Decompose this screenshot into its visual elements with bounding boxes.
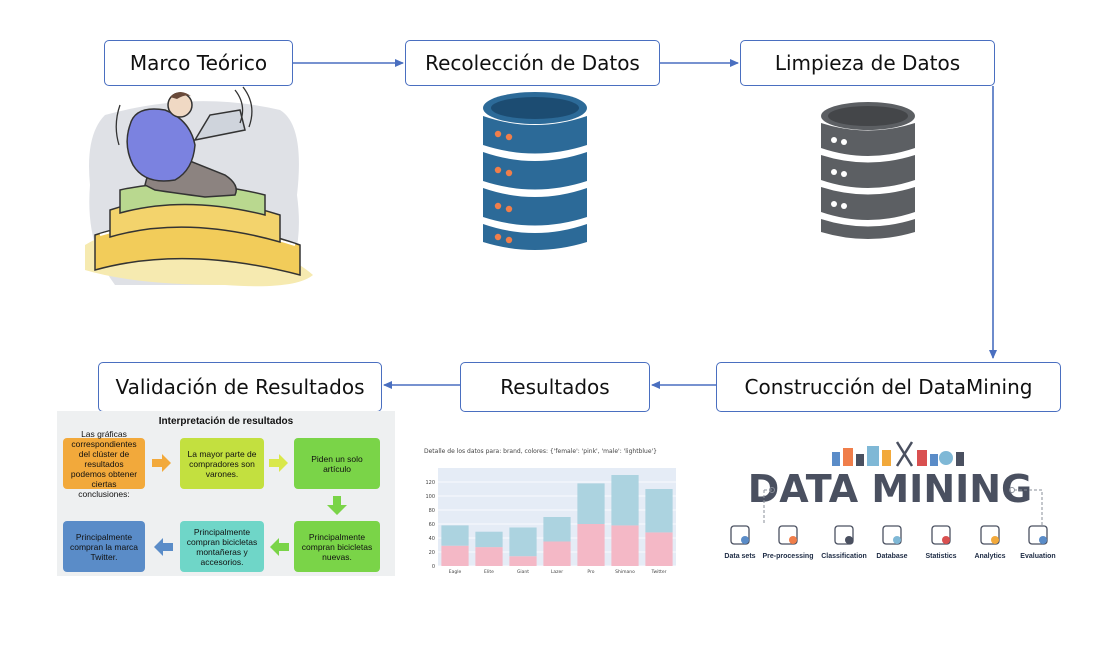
bar-female — [577, 524, 605, 566]
dm-item-label: Statistics — [925, 553, 956, 560]
y-tick-label: 60 — [429, 522, 435, 528]
dm-right-connector — [1014, 489, 1043, 525]
interpretacion-panel: Interpretación de resultados Las gráfica… — [57, 411, 395, 576]
dm-top-icons — [832, 441, 964, 467]
interp-box-4: Principalmente compran bicicletas nuevas… — [294, 521, 380, 572]
dm-item-accent — [1039, 536, 1047, 544]
step-marco-teorico: Marco Teórico — [104, 40, 293, 86]
bar-male — [645, 489, 673, 533]
interp-arrow-down — [327, 496, 347, 515]
bar-male — [543, 517, 571, 542]
dm-item-label: Database — [876, 553, 907, 560]
x-tick-label: Shimano — [615, 569, 635, 575]
bar-female — [645, 532, 673, 566]
interp-box-2: La mayor parte de compradores son varone… — [180, 438, 264, 489]
dm-item: Classification — [821, 525, 867, 560]
x-tick-label: Eagle — [449, 569, 462, 575]
interp-arrow-left-2 — [154, 538, 173, 556]
dm-item: Data sets — [724, 525, 756, 560]
dm-item-icon — [778, 525, 798, 545]
dm-item-accent — [942, 536, 950, 544]
interp-box-5: Principalmente compran bicicletas montañ… — [180, 521, 264, 572]
y-tick-label: 80 — [429, 508, 435, 514]
dm-title: DATA MINING — [748, 467, 1033, 511]
bar-female — [509, 556, 537, 566]
y-tick-label: 0 — [432, 564, 435, 570]
dm-item-accent — [741, 536, 749, 544]
step-recoleccion-datos: Recolección de Datos — [405, 40, 660, 86]
dm-item-icon — [931, 525, 951, 545]
x-tick-label: Twitter — [650, 569, 666, 575]
y-tick-label: 40 — [429, 536, 435, 542]
bar-female — [441, 545, 469, 566]
bar-chart-panel: Detalle de los datos para: brand, colore… — [418, 440, 684, 576]
reading-person-illustration — [85, 86, 313, 287]
interp-arrows — [152, 454, 347, 556]
interp-box-3: Piden un solo artículo — [294, 438, 380, 489]
step-limpieza-datos: Limpieza de Datos — [740, 40, 995, 86]
dm-item-label: Pre-processing — [763, 553, 814, 560]
dm-item-accent — [991, 536, 999, 544]
dm-item: Analytics — [974, 525, 1006, 560]
dm-left-connector — [763, 489, 772, 525]
dm-items: Data sets Pre-processing Classification Dat… — [724, 525, 1056, 560]
dm-item-label: Classification — [821, 553, 867, 560]
interpretacion-title: Interpretación de resultados — [158, 416, 294, 427]
x-tick-label: Lazer — [551, 569, 563, 575]
dm-item-accent — [789, 536, 797, 544]
dm-item-label: Evaluation — [1020, 553, 1055, 560]
x-tick-label: Elite — [484, 569, 494, 575]
bar-female — [475, 547, 503, 566]
dm-item-icon — [980, 525, 1000, 545]
dm-item-accent — [893, 536, 901, 544]
dm-item-icon — [882, 525, 902, 545]
y-tick-label: 20 — [429, 550, 435, 556]
bar-male — [611, 475, 639, 526]
dm-item-label: Analytics — [974, 553, 1005, 560]
dm-item: Statistics — [925, 525, 957, 560]
database-icon-blue — [483, 92, 587, 250]
step-construccion-datamining: Construcción del DataMining — [716, 362, 1061, 412]
bar-male — [509, 527, 537, 557]
dm-item: Evaluation — [1020, 525, 1056, 560]
dm-item-accent — [845, 536, 853, 544]
bar-male — [441, 525, 469, 546]
interp-arrow-left-1 — [270, 538, 289, 556]
dm-item: Pre-processing — [763, 525, 814, 560]
dm-item-label: Data sets — [724, 553, 755, 560]
dm-item: Database — [876, 525, 908, 560]
step-validacion-resultados: Validación de Resultados — [98, 362, 382, 412]
bar-male — [577, 483, 605, 524]
interp-arrow-right-1 — [152, 454, 171, 472]
interp-box-6: Principalmente compran la marca Twitter. — [63, 521, 145, 572]
database-icon-gray — [821, 102, 915, 239]
dm-item-icon — [834, 525, 854, 545]
bar-male — [475, 531, 503, 548]
bar-female — [611, 525, 639, 566]
data-mining-graphic: DATA MINING Data sets Pre-processing Class… — [724, 441, 1056, 560]
x-tick-label: Giant — [517, 569, 529, 575]
y-tick-label: 120 — [425, 480, 435, 486]
y-tick-label: 100 — [425, 494, 435, 500]
x-tick-label: Pro — [587, 569, 594, 575]
bar-female — [543, 541, 571, 566]
dm-item-icon — [1028, 525, 1048, 545]
interp-arrow-right-2 — [269, 454, 288, 472]
dm-item-icon — [730, 525, 750, 545]
chart-title: Detalle de los datos para: brand, colore… — [424, 448, 658, 455]
step-resultados: Resultados — [460, 362, 650, 412]
